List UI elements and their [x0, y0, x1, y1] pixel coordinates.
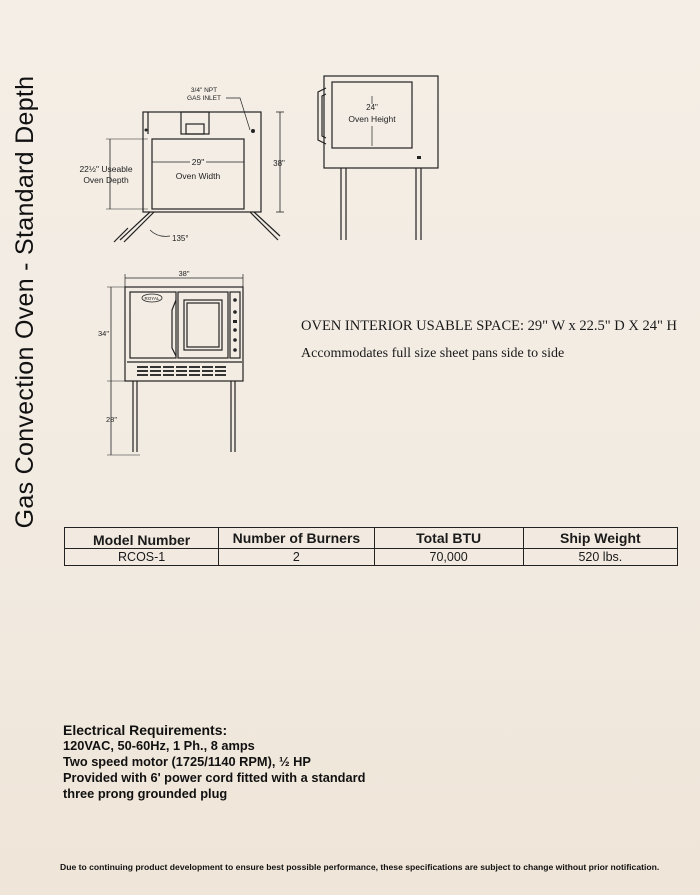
side-height-label: Oven Height — [348, 114, 396, 124]
header-number-of-burners: Number of Burners — [218, 527, 375, 549]
top-view-cavity — [151, 138, 245, 210]
side-view-diagram: 24" Oven Height — [317, 75, 439, 240]
footer-disclaimer: Due to continuing product development to… — [60, 862, 660, 872]
vertical-title: Gas Convection Oven - Standard Depth — [11, 75, 39, 529]
front-view-outline — [124, 286, 244, 382]
header-ship-weight: Ship Weight — [522, 527, 679, 549]
spec-table-header-row: Model Number Number of Burners Total BTU… — [63, 527, 679, 549]
electrical-line: Two speed motor (1725/1140 RPM), ½ HP — [63, 754, 311, 769]
flue-box — [180, 111, 210, 135]
front-logo: ROYAL — [145, 296, 160, 301]
cell-number-of-burners: 2 — [218, 548, 375, 566]
spec-table: Model Number Number of Burners Total BTU… — [63, 527, 679, 566]
cell-model-number: RCOS-1 — [63, 548, 220, 566]
cell-ship-weight: 520 lbs. — [522, 548, 679, 566]
gas-inlet-label-1: 3/4" NPT — [191, 87, 217, 94]
front-view-diagram: ROYAL 38" 34" 28" — [98, 269, 244, 456]
electrical-heading: Electrical Requirements: — [63, 722, 228, 738]
interior-usable-space: OVEN INTERIOR USABLE SPACE: 29" W x 22.5… — [301, 318, 677, 334]
electrical-line: three prong grounded plug — [63, 786, 228, 801]
cell-total-btu: 70,000 — [373, 548, 524, 566]
width-dim: 29" — [192, 157, 204, 167]
accommodates-note: Accommodates full size sheet pans side t… — [301, 346, 565, 361]
depth-label-2: Oven Depth — [83, 175, 129, 185]
angle-dim: 135° — [172, 234, 189, 243]
front-width-dim: 38" — [178, 269, 189, 278]
control-knobs — [233, 298, 237, 352]
electrical-requirements: Electrical Requirements: 120VAC, 50-60Hz… — [63, 722, 365, 802]
spec-table-row: RCOS-1 2 70,000 520 lbs. — [63, 548, 679, 566]
depth-label-1: 22½" Useable — [79, 164, 132, 174]
electrical-line: Provided with 6' power cord fitted with … — [63, 770, 366, 785]
header-total-btu: Total BTU — [373, 527, 524, 549]
electrical-line: 120VAC, 50-60Hz, 1 Ph., 8 amps — [63, 738, 255, 753]
gas-inlet-label-2: GAS INLET — [187, 95, 221, 102]
top-height-dim: 38" — [273, 159, 285, 168]
top-view-diagram: 3/4" NPT GAS INLET 22½" Useable Oven Dep… — [79, 87, 285, 243]
front-body-dim: 34" — [98, 329, 109, 338]
front-leg-dim: 28" — [106, 415, 117, 424]
width-label: Oven Width — [176, 171, 221, 181]
front-vents — [137, 366, 226, 376]
header-model-number: Model Number — [63, 527, 220, 549]
side-view-outline — [323, 75, 439, 169]
side-height-dim: 24" — [366, 103, 378, 112]
side-view-cavity — [331, 81, 413, 149]
